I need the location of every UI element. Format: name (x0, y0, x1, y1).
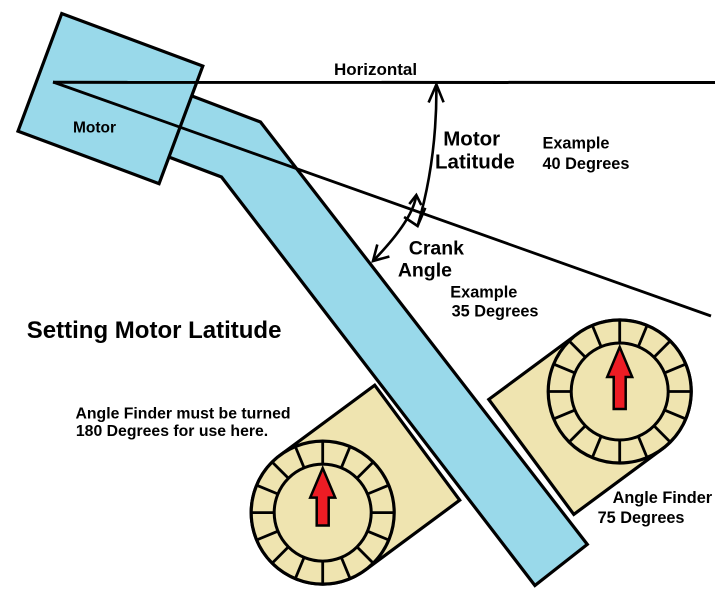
svg-text:Angle: Angle (398, 260, 452, 282)
svg-text:Motor: Motor (73, 120, 116, 137)
svg-text:Horizontal: Horizontal (334, 60, 417, 79)
svg-text:Motor: Motor (443, 128, 500, 151)
svg-text:Angle Finder: Angle Finder (613, 489, 713, 507)
svg-text:Example: Example (450, 284, 517, 302)
svg-text:180 Degrees for use here.: 180 Degrees for use here. (76, 423, 268, 440)
svg-text:Setting Motor Latitude: Setting Motor Latitude (27, 317, 282, 344)
svg-text:Example: Example (543, 135, 610, 153)
svg-text:75 Degrees: 75 Degrees (598, 509, 685, 527)
svg-text:Angle Finder must be turned: Angle Finder must be turned (76, 405, 291, 422)
svg-text:Crank: Crank (409, 238, 464, 260)
svg-text:40 Degrees: 40 Degrees (543, 155, 630, 173)
svg-text:35 Degrees: 35 Degrees (452, 303, 539, 321)
svg-text:Latitude: Latitude (435, 151, 515, 174)
